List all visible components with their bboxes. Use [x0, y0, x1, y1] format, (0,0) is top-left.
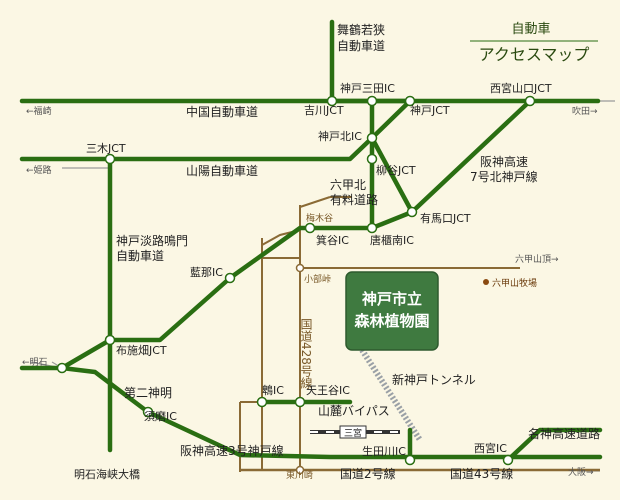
label-kabuto-ic: 鵯IC: [262, 383, 284, 397]
label-rokkokita-1: 六甲北: [330, 178, 366, 192]
label-rokko-bokujo: 六甲山牧場: [492, 277, 537, 289]
label-akashi-bridge: 明石海峡大橋: [74, 467, 140, 481]
label-kobe-toge: 小部峠: [304, 273, 331, 285]
label-hanshin7-1: 阪神高速: [480, 154, 528, 169]
label-route43: 国道43号線: [450, 466, 513, 481]
label-kobe-awaji-2: 自動車道: [116, 249, 164, 263]
label-sanroku: 山麓バイパス: [318, 404, 390, 418]
shinkobe-tunnel-line: [359, 348, 423, 442]
road-markers: [295, 263, 305, 475]
hanshin-3: [59, 365, 603, 460]
label-higashi-kawasaki: 東川崎: [286, 469, 313, 481]
label-nishinomiya-yamaguchi-jct: 西宮山口JCT: [490, 81, 552, 95]
label-nishinomiya-ic: 西宮IC: [474, 441, 507, 455]
label-sanyo: 山陽自動車道: [186, 164, 258, 178]
label-rokkokita-2: 有料道路: [330, 192, 378, 207]
sanyo-expressway: [19, 98, 413, 162]
rokko-kita-road: [107, 209, 415, 343]
label-daini-shinmei: 第二神明: [124, 386, 172, 400]
label-tenjodani-ic: 天王谷IC: [306, 384, 350, 397]
title-top: 自動車: [511, 22, 550, 37]
edge-fukusaki: ←福崎: [26, 105, 52, 117]
hanshin-7: [409, 98, 533, 215]
label-route2: 国道2号線: [340, 466, 396, 481]
label-kobekita-ic: 神戸北IC: [318, 129, 362, 143]
label-yokawa-jct: 吉川JCT: [304, 104, 344, 117]
edge-osaka: 大阪→: [568, 466, 594, 478]
label-kobe-awaji-1: 神戸淡路鳴門: [116, 233, 188, 248]
label-aina-ic: 藍那IC: [190, 266, 223, 279]
junction-markers: [56, 95, 536, 466]
label-maizuru-2: 自動車道: [337, 39, 385, 53]
label-maizuru-1: 舞鶴若狭: [337, 22, 385, 37]
label-hanshin3: 阪神高速3号神戸線: [180, 443, 284, 458]
label-tunnel: 新神戸トンネル: [392, 372, 476, 387]
label-miki-jct: 三木JCT: [86, 142, 126, 155]
svg-text:国道428号線: 国道428号線: [299, 318, 313, 389]
edge-akashi: ←明石: [22, 357, 48, 368]
title-main: アクセスマップ: [479, 45, 590, 64]
sannomiya-box: [339, 425, 367, 439]
edge-himeji: ←姫路: [26, 164, 52, 176]
destination-line1: 神戸市立: [362, 290, 422, 308]
destination-line2: 森林植物園: [354, 312, 429, 330]
label-ikutagawa-ic: 生田川IC: [362, 444, 406, 458]
label-kobe-jct: 神戸JCT: [410, 103, 450, 117]
yanagitani-link: [369, 135, 415, 215]
edge-rokko-top: 六甲山頂→: [515, 253, 559, 265]
label-yanagitani-jct: 柳谷JCT: [376, 163, 416, 177]
label-meishin: 名神高速道路: [528, 426, 600, 441]
label-umekidani: 梅木谷: [306, 212, 333, 224]
rokko-bokujo-dot: [483, 279, 489, 285]
label-chugoku: 中国自動車道: [186, 104, 258, 119]
local-roads: [239, 196, 520, 475]
edge-suita: 吹田→: [572, 105, 598, 117]
label-sannomiya: 三宮: [344, 427, 362, 439]
meishin-expressway: [505, 427, 603, 463]
label-karatonan-ic: 唐櫃南IC: [370, 233, 414, 247]
label-fusehata-jct: 布施畑JCT: [116, 344, 167, 357]
label-suma-ic: 須磨IC: [144, 410, 177, 423]
label-kobe-sanda-ic: 神戸三田IC: [340, 81, 395, 95]
label-route428: 国道428号線: [299, 318, 313, 389]
label-hanshin7-2: 7号北神戸線: [470, 169, 538, 184]
label-mino-ic: 箕谷IC: [316, 233, 349, 247]
highways: [19, 19, 603, 463]
destination-box: 神戸市立 森林植物園: [345, 271, 439, 351]
label-arimaguchi-jct: 有馬口JCT: [420, 211, 471, 225]
